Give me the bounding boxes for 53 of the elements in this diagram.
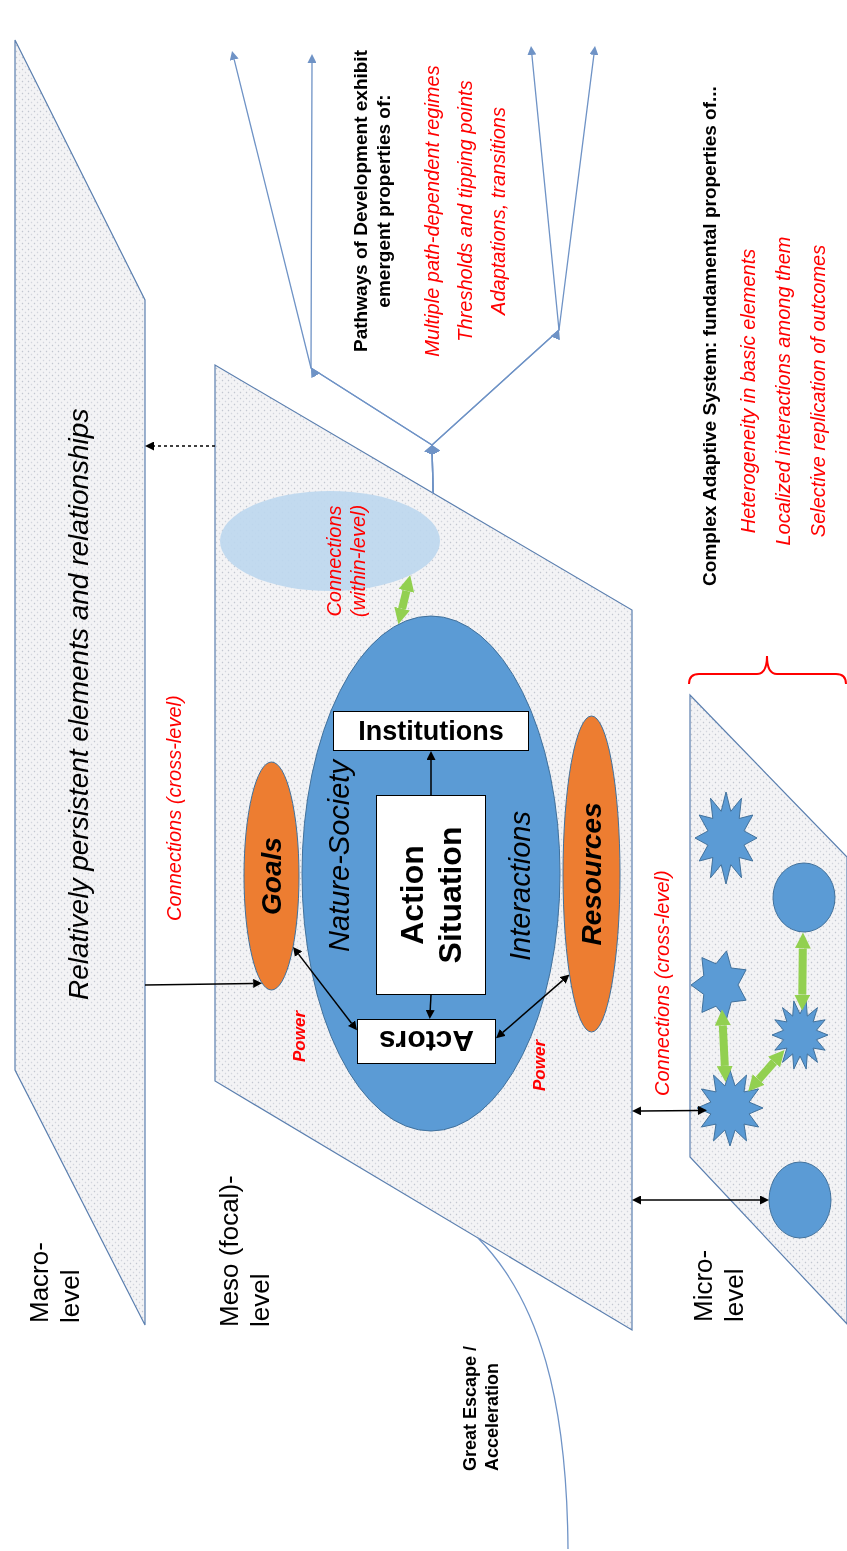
connection-label: Connections (cross-level) — [650, 870, 674, 1096]
process-box — [376, 795, 486, 995]
heading-text: Pathways of Development exhibit emergent properties of: — [350, 49, 395, 354]
property-text: Localized interactions among them — [771, 235, 795, 548]
circle-node — [773, 863, 835, 933]
node-label: Actors — [379, 1024, 474, 1060]
arrow — [145, 441, 216, 451]
oval-node — [244, 762, 299, 990]
power-label: Power — [290, 1010, 310, 1062]
node-label: Resources — [574, 802, 608, 946]
node-label: Action Situation — [392, 825, 469, 966]
node-label: Institutions — [358, 714, 504, 748]
node-label: Goals — [254, 837, 288, 915]
property-text: Selective replication of outcomes — [806, 243, 830, 540]
heading-text: Complex Adaptive System: fundamental properties of... — [699, 85, 721, 588]
power-label: Power — [530, 1039, 550, 1091]
star-node — [695, 792, 757, 884]
double-arrow — [632, 1105, 707, 1116]
connection-label: Connections (within-level) — [322, 503, 370, 620]
double-arrow — [496, 974, 570, 1039]
double-arrow — [794, 932, 811, 1011]
level-plane — [15, 40, 145, 1325]
double-arrow — [748, 1049, 785, 1092]
process-box — [333, 711, 529, 751]
oval-node — [563, 716, 620, 1032]
level-plane — [690, 695, 847, 1324]
property-text: Thresholds and tipping points — [453, 79, 477, 344]
property-text: Adaptations, transitions — [486, 106, 510, 318]
level-plane — [215, 365, 632, 1330]
region-label: Interactions — [503, 810, 537, 963]
double-arrow — [394, 575, 415, 625]
star-node — [691, 950, 749, 1020]
level-label: Macro- level — [24, 1241, 87, 1323]
level-label: Meso (focal)- level — [214, 1174, 277, 1327]
star-node — [772, 1000, 828, 1070]
trajectory-label: Great Escape / Acceleration — [460, 1344, 503, 1471]
double-arrow — [714, 1009, 733, 1082]
level-label: Micro- level — [688, 1248, 751, 1322]
arrow — [426, 751, 436, 796]
plane-text: Relatively persistent elements and relationships — [62, 407, 95, 1000]
connection-label: Connections (cross-level) — [162, 695, 186, 921]
region-label: Nature-Society — [322, 757, 356, 954]
property-text: Multiple path-dependent regimes — [420, 64, 444, 359]
double-arrow — [632, 1195, 769, 1205]
property-text: Heterogeneity in basic elements — [736, 247, 760, 536]
arrow — [424, 46, 598, 494]
circle-node — [769, 1162, 831, 1238]
arrow — [425, 994, 435, 1019]
star-node — [697, 1070, 763, 1146]
connector-line — [477, 1237, 569, 1550]
double-arrow — [293, 946, 357, 1031]
process-box — [357, 1019, 496, 1064]
arrow — [144, 978, 263, 988]
